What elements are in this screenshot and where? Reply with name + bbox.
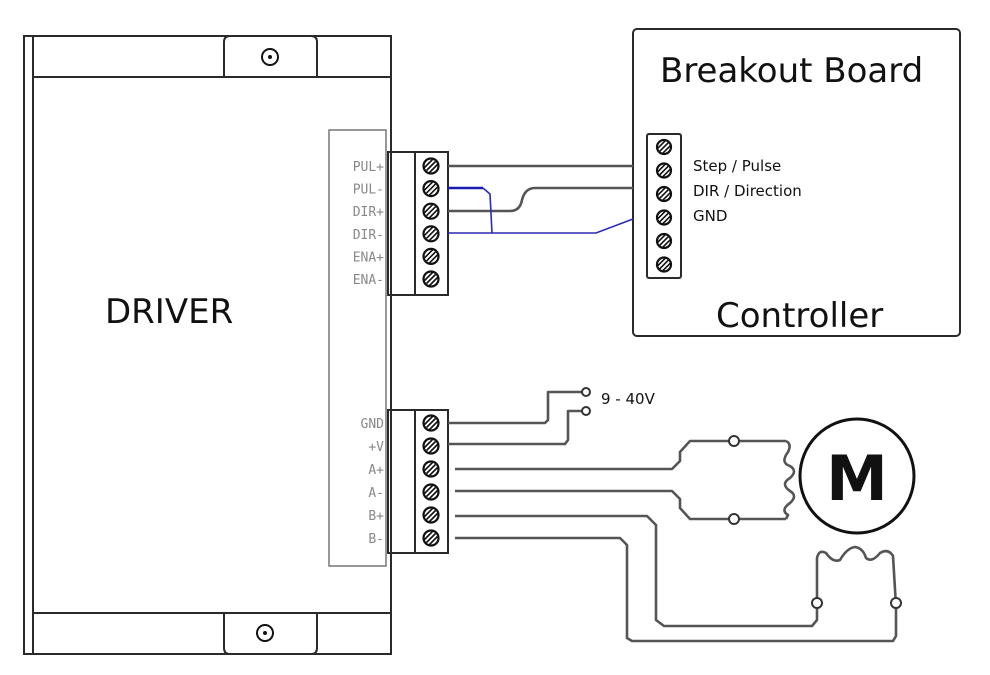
wire-dir-plus-to-dir	[448, 186, 633, 213]
breakout-board: Breakout Board Controller Step / Pulse D…	[632, 28, 961, 337]
screw-terminal-icon	[422, 506, 440, 524]
terminal-label-pul-minus: PUL-	[353, 183, 384, 198]
motor-circle	[798, 417, 916, 535]
screw-terminal-icon	[655, 162, 673, 179]
screw-terminal-icon	[655, 185, 673, 203]
gnd-label: GND	[693, 207, 727, 225]
coil-a-node-top	[728, 435, 740, 447]
screw-terminal-icon	[422, 529, 440, 547]
terminal-label-power: B+	[368, 509, 384, 524]
screw-terminal-icon	[655, 138, 673, 156]
coil-b-node-left	[811, 597, 823, 609]
terminal-label-ena-minus: ENA-	[353, 273, 384, 288]
wire-gnd-to-supply	[448, 390, 585, 425]
wire-a-minus	[455, 489, 786, 521]
screw-terminal-icon	[422, 247, 440, 265]
motor-symbol: M	[798, 417, 916, 535]
terminal-label-power: B-	[368, 532, 384, 547]
screw-terminal-icon	[422, 225, 440, 243]
terminal-label-power: A+	[368, 463, 384, 478]
breakout-terminal-block	[646, 133, 682, 279]
bottom-mount-tab	[223, 613, 318, 655]
wire-v-to-supply	[448, 409, 585, 446]
terminal-label-ena-minusplus: ENA+	[353, 250, 384, 265]
screw-terminal-icon	[655, 209, 673, 226]
screw-terminal-icon	[655, 232, 673, 250]
wire-b-minus	[455, 536, 898, 643]
screw-terminal-icon	[422, 157, 440, 175]
breakout-board-title: Breakout Board	[660, 51, 923, 91]
terminal-label-power: A-	[368, 486, 384, 501]
driver-unit: DRIVER	[23, 35, 392, 655]
top-mount-tab	[223, 35, 318, 77]
screw-terminal-icon	[422, 202, 440, 220]
step-pulse-label: Step / Pulse	[693, 157, 781, 175]
motor-coil-b-wires	[455, 514, 902, 643]
screw-terminal-icon	[422, 180, 440, 198]
motor-label: M	[826, 442, 888, 515]
coil-a-winding	[783, 439, 796, 520]
wire-b-plus	[455, 514, 819, 628]
motor-coil-a-wires	[455, 435, 796, 525]
terminal-label-dir-minus: DIR-	[353, 228, 384, 243]
coil-b-node-right	[890, 597, 902, 609]
screw-terminal-icon	[422, 483, 440, 501]
power-terminal-block: GND +V A+ A- B+ B-	[361, 409, 449, 554]
bottom-screw-icon	[256, 624, 274, 642]
screw-terminal-icon	[422, 414, 440, 432]
label-strip	[328, 129, 387, 567]
breakout-board-frame	[632, 28, 961, 337]
terminal-label-power: GND	[361, 417, 385, 432]
wire-a-plus	[455, 439, 786, 471]
screw-terminal-icon	[422, 460, 440, 478]
controller-label: Controller	[716, 296, 883, 336]
driver-title: DRIVER	[105, 292, 233, 332]
power-supply-wires: 9 - 40V	[448, 387, 656, 446]
supply-terminal-positive	[581, 406, 591, 416]
terminal-label-dir-minusplus: DIR+	[353, 205, 384, 220]
screw-terminal-icon	[422, 270, 440, 288]
direction-label: DIR / Direction	[693, 182, 802, 200]
screw-terminal-icon	[655, 256, 673, 273]
signal-terminal-block: PUL+ PUL- DIR+ DIR- ENA+ ENA-	[353, 151, 449, 296]
top-screw-icon	[261, 48, 279, 66]
wire-pul-minus-jumper	[482, 187, 493, 234]
supply-voltage-label: 9 - 40V	[601, 390, 656, 408]
signal-wires	[448, 164, 634, 234]
driver-outer-frame	[23, 35, 392, 655]
terminal-label-power: +V	[368, 440, 384, 455]
supply-terminal-negative	[581, 387, 591, 397]
coil-b-winding	[815, 545, 898, 607]
coil-a-node-bottom	[728, 513, 740, 525]
terminal-label-pul-minusplus: PUL+	[353, 160, 384, 175]
wire-dir-minus-to-gnd	[448, 218, 634, 234]
screw-terminal-icon	[422, 437, 440, 455]
